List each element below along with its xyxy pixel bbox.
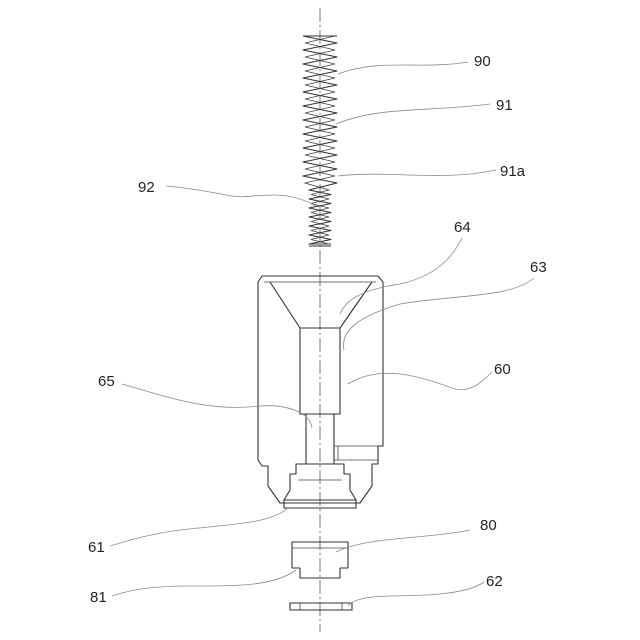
leader-81	[112, 570, 296, 596]
leader-60	[348, 372, 492, 390]
leader-91	[336, 104, 490, 124]
body-outline	[258, 276, 383, 503]
leader-92	[166, 186, 316, 206]
leader-62	[348, 582, 484, 606]
leader-91a	[338, 170, 496, 176]
leader-63	[343, 278, 534, 350]
reference-labels: 90 91 91a 92 64 63 65 60 61 80 81 62	[88, 53, 547, 606]
label-64: 64	[454, 219, 471, 236]
funnel-cone	[270, 282, 372, 328]
label-65: 65	[98, 373, 115, 390]
leader-80	[336, 530, 470, 552]
label-81: 81	[90, 589, 107, 606]
label-80: 80	[480, 517, 497, 534]
washer	[290, 603, 352, 610]
label-61: 61	[88, 539, 105, 556]
label-63: 63	[530, 259, 547, 276]
label-91: 91	[496, 97, 513, 114]
leader-90	[338, 62, 468, 74]
label-90: 90	[474, 53, 491, 70]
label-62: 62	[486, 573, 503, 590]
main-body	[258, 276, 383, 508]
label-60: 60	[494, 361, 511, 378]
label-91a: 91a	[500, 163, 526, 180]
washer-outline	[290, 603, 352, 610]
leader-61	[110, 508, 288, 546]
label-92: 92	[138, 179, 155, 196]
leader-65	[122, 384, 312, 428]
